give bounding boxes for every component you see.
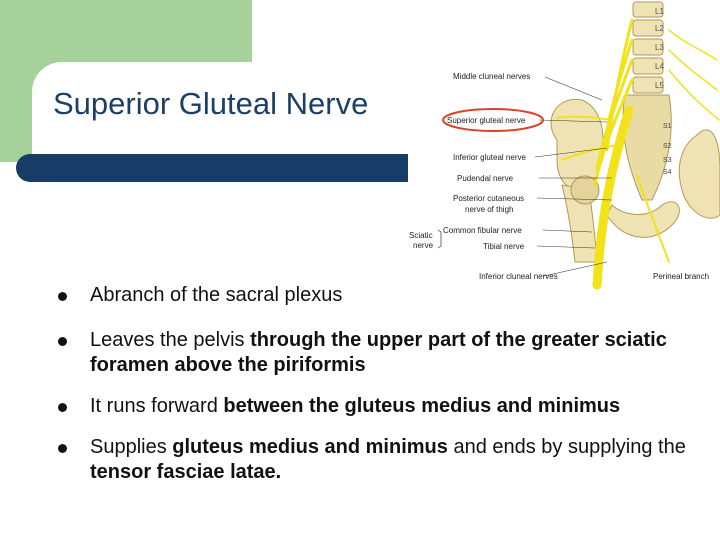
label-middle-cluneal: Middle cluneal nerves — [453, 72, 530, 81]
label-pudendal: Pudendal nerve — [457, 174, 514, 183]
bullet-text-part: Abranch of the sacral plexus — [90, 284, 343, 306]
label-sciatic-1: Sciatic — [409, 231, 433, 240]
hip-joint — [570, 175, 600, 205]
bullet-text-part: Supplies — [90, 436, 173, 458]
bullet-item: Supplies gluteus medius and minimus and … — [58, 435, 708, 485]
label-perineal-branch: Perineal branch — [653, 272, 709, 281]
bullet-text: Abranch of the sacral plexus — [90, 284, 342, 306]
label-sciatic-2: nerve — [413, 241, 434, 250]
bullet-dot — [58, 337, 67, 346]
label-posterior-cutaneous-2: nerve of thigh — [465, 205, 513, 214]
label-posterior-cutaneous-1: Posterior cutaneous — [453, 194, 524, 203]
bullet-dot — [58, 403, 67, 412]
superior-gluteal-highlight — [442, 108, 544, 132]
label-leader-lines — [534, 76, 613, 277]
bullet-item: Leaves the pelvis through the upper part… — [58, 328, 708, 378]
bullet-text-part: and ends by supplying the — [447, 436, 686, 458]
decorative-blue-bar — [16, 154, 408, 182]
label-inferior-gluteal: Inferior gluteal nerve — [453, 153, 526, 162]
bullet-text: It runs forward between the gluteus medi… — [90, 395, 620, 417]
sacral-label-s2: S2 — [663, 143, 672, 150]
bullet-text-part: Leaves the pelvis — [90, 329, 251, 351]
vertebra-label-l2: L2 — [655, 24, 664, 33]
sacral-label-s1: S1 — [663, 123, 672, 130]
bullet-dot — [58, 292, 67, 301]
vertebra-label-l5: L5 — [655, 81, 664, 90]
bullet-item: It runs forward between the gluteus medi… — [58, 394, 708, 419]
bullet-text-bold: tensor fasciae latae. — [90, 461, 282, 483]
title-panel — [32, 62, 432, 162]
vertebra-label-l3: L3 — [655, 43, 664, 52]
bullet-text: Supplies gluteus medius and minimus and … — [90, 436, 686, 483]
bullet-dot — [58, 444, 67, 453]
ilium-right — [678, 129, 720, 219]
bullet-text-bold: gluteus medius and minimus — [172, 436, 448, 458]
label-inferior-cluneal: Inferior cluneal nerves — [479, 272, 558, 281]
ilium-left — [550, 98, 604, 190]
vertebra-label-l1: L1 — [655, 7, 664, 16]
label-superior-gluteal: Superior gluteal nerve — [447, 116, 526, 125]
sciatic-bracket — [437, 229, 442, 249]
slide-title: Superior Gluteal Nerve — [53, 86, 369, 121]
bullet-text: Leaves the pelvis through the upper part… — [90, 329, 667, 376]
sacral-label-s3: S3 — [663, 157, 672, 164]
anatomy-illustration: L1 L2 L3 L4 L5 S1 S2 S3 S4 Middle clunea… — [409, 1, 720, 290]
sacral-label-s4: S4 — [663, 169, 672, 176]
decorative-green-strip — [0, 0, 32, 162]
bullet-text-bold: through the upper part of the greater sc… — [90, 329, 667, 376]
bullet-text-part: It runs forward — [90, 395, 224, 417]
lumbar-vertebrae — [632, 1, 664, 94]
bullet-list: Abranch of the sacral plexus Leaves the … — [58, 283, 708, 501]
bullet-text-bold: between the gluteus medius and minimus — [223, 395, 621, 417]
bullet-item: Abranch of the sacral plexus — [58, 283, 708, 308]
label-common-fibular: Common fibular nerve — [443, 226, 522, 235]
vertebra-label-l4: L4 — [655, 62, 664, 71]
sacral-plexus-nerves — [556, 18, 720, 290]
label-tibial: Tibial nerve — [483, 242, 525, 251]
ischium — [606, 201, 680, 238]
